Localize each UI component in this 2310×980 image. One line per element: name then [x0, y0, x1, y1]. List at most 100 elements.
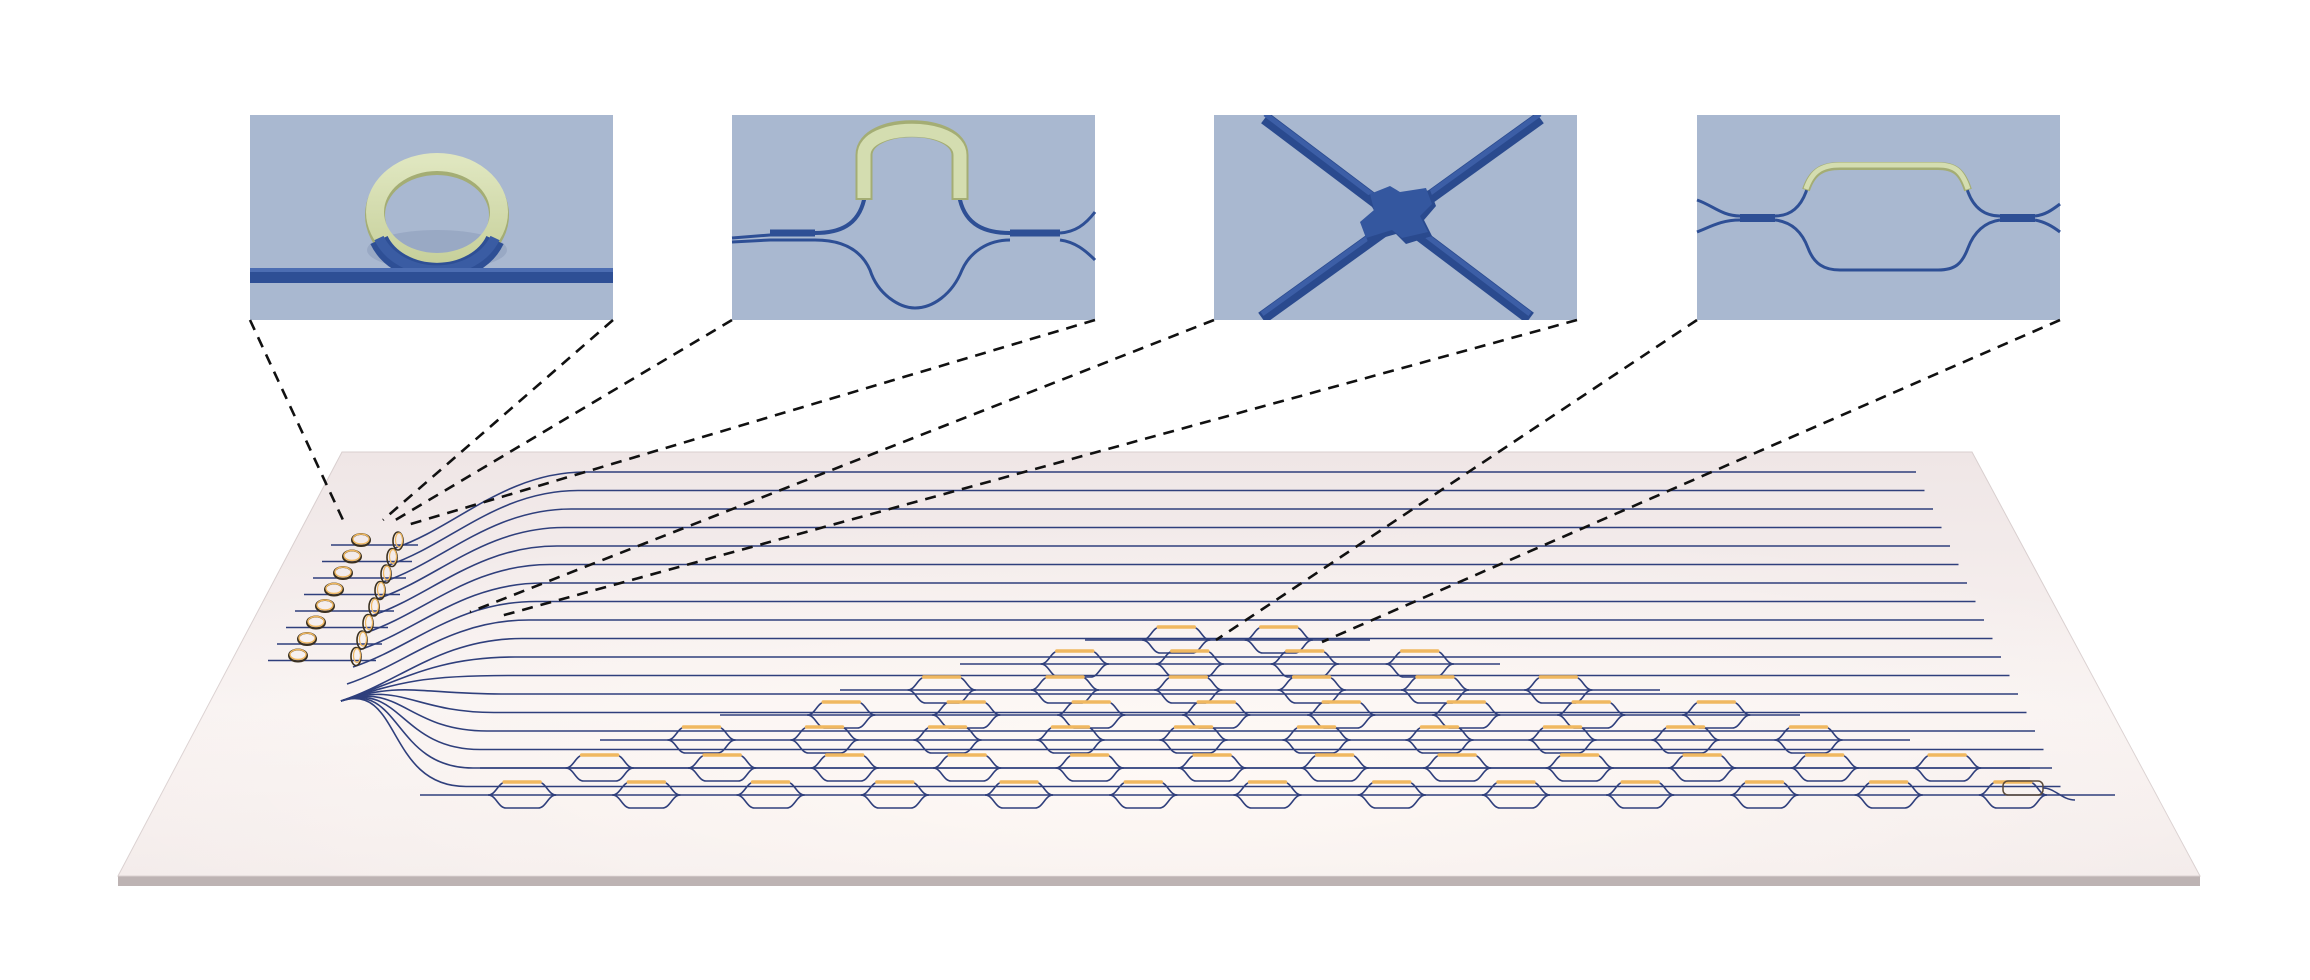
mzi-lower-arm [1182, 714, 1251, 729]
mzi-out-lower [1059, 238, 1097, 262]
inset-background [732, 115, 1095, 320]
coupler-heater-top [1803, 162, 1971, 190]
input-stage [268, 531, 418, 667]
mzi-heater-top [857, 123, 967, 198]
output-waveguide [352, 600, 1976, 668]
mzi-lower-arm [1159, 739, 1228, 754]
input-mzi-heater [388, 548, 398, 565]
mzi-lower-arm [1528, 739, 1597, 754]
mzi-lower-arm [1282, 739, 1351, 754]
mzi-lower-arm [1730, 794, 1799, 809]
leader-mzi-right [403, 318, 1096, 528]
mzi-lower-arm [1109, 794, 1178, 809]
end-waveguide [2042, 787, 2076, 801]
mzi-lower-arm [810, 767, 879, 782]
input-ring-heater [343, 549, 361, 562]
input-ring-heater [325, 582, 343, 595]
mzi-lower-arm [1405, 739, 1474, 754]
mzi-lower-arm [790, 739, 859, 754]
leader-mzi-left [391, 318, 733, 524]
output-waveguide [376, 526, 1942, 600]
output-waveguide [394, 471, 1916, 549]
leader-crossing-left [469, 318, 1215, 614]
mzi-lower-arm [1524, 689, 1593, 704]
mzi-lower-arm [687, 767, 757, 782]
mzi-out-upper [1059, 211, 1097, 235]
output-waveguide [340, 697, 2061, 788]
output-waveguide [340, 693, 2027, 714]
mzi-lower-arm [1667, 767, 1737, 782]
chip-side-edge [118, 876, 2200, 886]
mzi-lower-arm [1432, 714, 1501, 729]
input-mzi-heater [394, 532, 404, 548]
mzi-lower-arm [1400, 689, 1470, 704]
input-mzi-heater [364, 614, 374, 631]
mzi-lower-arm [1651, 739, 1720, 754]
mzi-lower-arm [1142, 639, 1211, 654]
leader-lines [248, 318, 2061, 644]
mzi-lower-arm [1307, 714, 1376, 729]
bus-waveguide-highlight [250, 268, 613, 272]
mzi-lower-arm [1978, 794, 2048, 809]
mzi-lower-arm [1300, 767, 1369, 782]
mzi-lower-arm [1057, 714, 1126, 729]
mzi-lower-arm [1030, 689, 1100, 704]
coupler-lower-arm [1774, 218, 2001, 272]
mzi-lower-arm [1481, 794, 1551, 809]
output-waveguide [340, 697, 2052, 769]
mzi-lower-arm [1606, 794, 1675, 809]
leader-coupler-right [1321, 318, 2061, 644]
output-waveguide [370, 545, 1950, 617]
mzi-mesh [420, 625, 2115, 809]
leader-ring-right [382, 319, 614, 521]
mzi-lower-arm [907, 689, 976, 704]
output-waveguide [388, 489, 1925, 566]
mzi-lower-arm [1154, 689, 1223, 704]
output-waveguide [340, 695, 2035, 732]
inset-waveguide-crossing [1214, 115, 1577, 320]
mzi-lower-arm [1545, 767, 1614, 782]
input-ring-heater [307, 615, 325, 628]
mzi-lower-arm [913, 739, 982, 754]
inset-microring-resonator [250, 115, 613, 320]
mzi-in-lower [731, 238, 815, 244]
mzi-lower-arm [1277, 689, 1346, 704]
mzi-lower-arm [487, 794, 557, 809]
mzi-lower-arm [565, 767, 634, 782]
inset-background [250, 115, 613, 320]
output-waveguide [340, 674, 2010, 702]
mzi-lower-arm [860, 794, 929, 809]
output-waveguide [382, 508, 1933, 583]
input-mzi-heater [370, 598, 380, 614]
mzi-lower-arm [984, 794, 1054, 809]
output-waveguide [358, 582, 1967, 651]
mzi-lower-arm [1912, 767, 1982, 782]
input-ring-heater [316, 599, 334, 611]
input-mzi-heater [382, 565, 392, 581]
input-mzi-heater [358, 631, 368, 647]
coupler-out-lower [2034, 218, 2061, 234]
inset-mach-zehnder-interferometer [731, 115, 1097, 320]
mzi-lower-arm [1557, 714, 1626, 729]
leader-coupler-left [1215, 318, 1698, 642]
coupler-in-lower [1696, 218, 1741, 234]
output-waveguide [340, 656, 2001, 702]
mzi-lower-arm [1774, 739, 1843, 754]
mzi-lower-arm [814, 238, 1011, 310]
mzi-lower-arm [667, 739, 736, 754]
input-ring-heater [289, 648, 307, 661]
output-waveguide [346, 619, 1984, 685]
output-waveguides [340, 471, 2061, 788]
leader-crossing-right [496, 318, 1578, 619]
mzi-lower-arm [1790, 767, 1859, 782]
mzi-lower-arm [1177, 767, 1247, 782]
input-mzi-heater [352, 647, 362, 664]
inset-tunable-coupler [1696, 115, 2061, 320]
input-ring-heater [298, 632, 316, 644]
coupler-in-upper [1696, 198, 1741, 218]
mzi-lower-arm [1422, 767, 1492, 782]
mzi-lower-arm [1682, 714, 1751, 729]
output-waveguide [364, 563, 1959, 634]
